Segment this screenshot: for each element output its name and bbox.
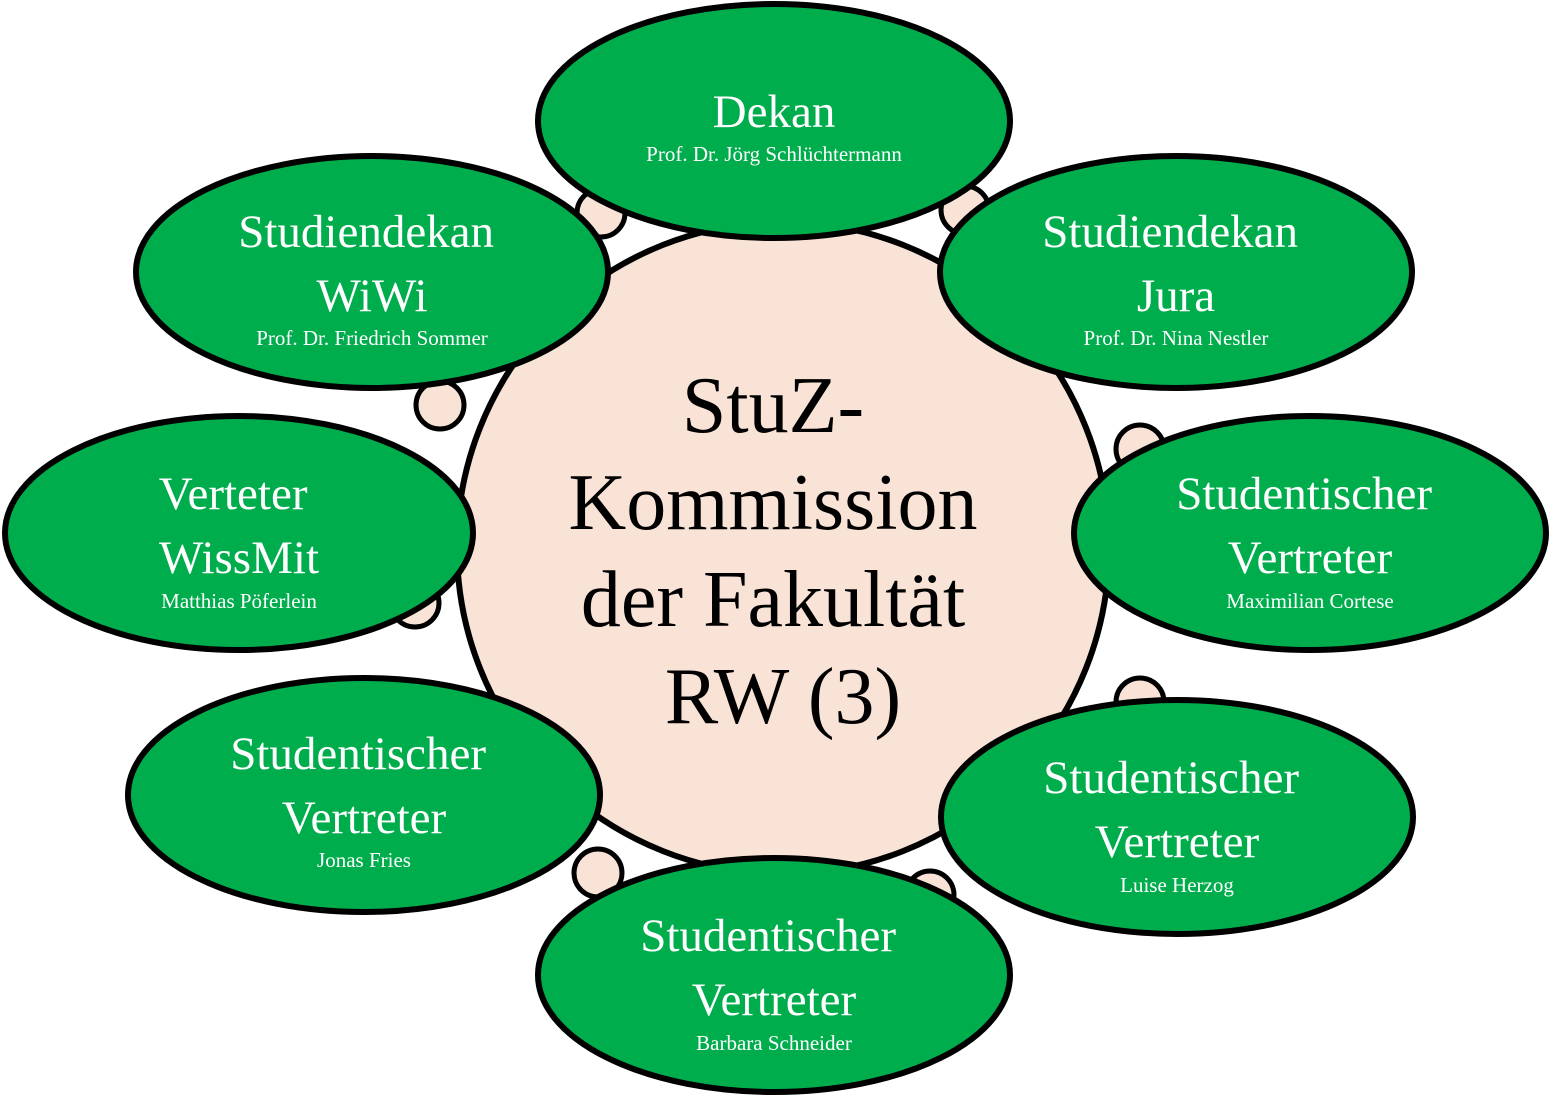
member-studentischer-vertreter-fries: Studentischer Vertreter Jonas Fries: [125, 675, 603, 915]
member-person: Barbara Schneider: [696, 1031, 852, 1055]
member-role: Studentischer Vertreter: [640, 910, 908, 1026]
member-studentischer-vertreter-cortese: Studentischer Vertreter Maximilian Corte…: [1071, 413, 1549, 653]
member-ellipse: [1071, 413, 1549, 653]
member-role-line: Studentischer: [1043, 752, 1299, 804]
member-studentischer-vertreter-schneider: Studentischer Vertreter Barbara Schneide…: [535, 855, 1013, 1095]
member-person: Luise Herzog: [1120, 873, 1234, 897]
member-role-line: Vertreter: [282, 792, 447, 844]
member-ellipse: [937, 153, 1415, 391]
member-role-line: WissMit: [159, 532, 319, 584]
member-role-line: Dekan: [713, 86, 836, 138]
member-ellipse: [133, 153, 611, 391]
member-role-line: Verteter: [159, 468, 308, 520]
member-role-line: Studiendekan: [1042, 206, 1298, 258]
member-ellipse: [125, 675, 603, 915]
member-role-line: Vertreter: [1228, 532, 1393, 584]
committee-title-line: RW (3): [665, 653, 901, 741]
member-studentischer-vertreter-herzog: Studentischer Vertreter Luise Herzog: [938, 697, 1416, 937]
member-role-line: WiWi: [316, 270, 427, 322]
member-role-line: Studentischer: [640, 910, 896, 962]
member-ellipse: [938, 697, 1416, 937]
member-role-line: Jura: [1137, 270, 1215, 322]
member-role: Studentischer Vertreter: [1176, 468, 1444, 584]
member-person: Prof. Dr. Nina Nestler: [1084, 326, 1269, 350]
member-role: Studentischer Vertreter: [1043, 752, 1311, 868]
member-verteter-wissmit: Verteter WissMit Matthias Pöferlein: [2, 413, 476, 653]
member-person: Matthias Pöferlein: [161, 589, 317, 613]
committee-title-line: StuZ-: [682, 362, 864, 450]
member-role: Studiendekan Jura: [1042, 206, 1310, 322]
member-role: Dekan: [713, 86, 836, 138]
member-role-line: Vertreter: [1095, 816, 1260, 868]
member-ellipse: [535, 1, 1013, 241]
member-studiendekan-wiwi: Studiendekan WiWi Prof. Dr. Friedrich So…: [133, 153, 611, 391]
committee-title-line: der Fakultät: [581, 556, 965, 644]
member-role: Studentischer Vertreter: [230, 728, 498, 844]
member-studiendekan-jura: Studiendekan Jura Prof. Dr. Nina Nestler: [937, 153, 1415, 391]
member-role-line: Vertreter: [692, 974, 857, 1026]
member-ellipse: [2, 413, 476, 653]
member-person: Prof. Dr. Jörg Schlüchtermann: [646, 142, 902, 166]
member-dekan: Dekan Prof. Dr. Jörg Schlüchtermann: [535, 1, 1013, 241]
member-person: Prof. Dr. Friedrich Sommer: [256, 326, 488, 350]
member-ellipse: [535, 855, 1013, 1095]
member-person: Maximilian Cortese: [1226, 589, 1393, 613]
member-role-line: Studentischer: [230, 728, 486, 780]
member-role: Verteter WissMit: [159, 468, 319, 584]
member-role: Studiendekan WiWi: [238, 206, 506, 322]
member-person: Jonas Fries: [317, 848, 411, 872]
member-role-line: Studiendekan: [238, 206, 494, 258]
committee-title: StuZ- Kommission der Fakultät RW (3): [569, 362, 998, 741]
member-role-line: Studentischer: [1176, 468, 1432, 520]
committee-title-line: Kommission: [569, 459, 978, 547]
